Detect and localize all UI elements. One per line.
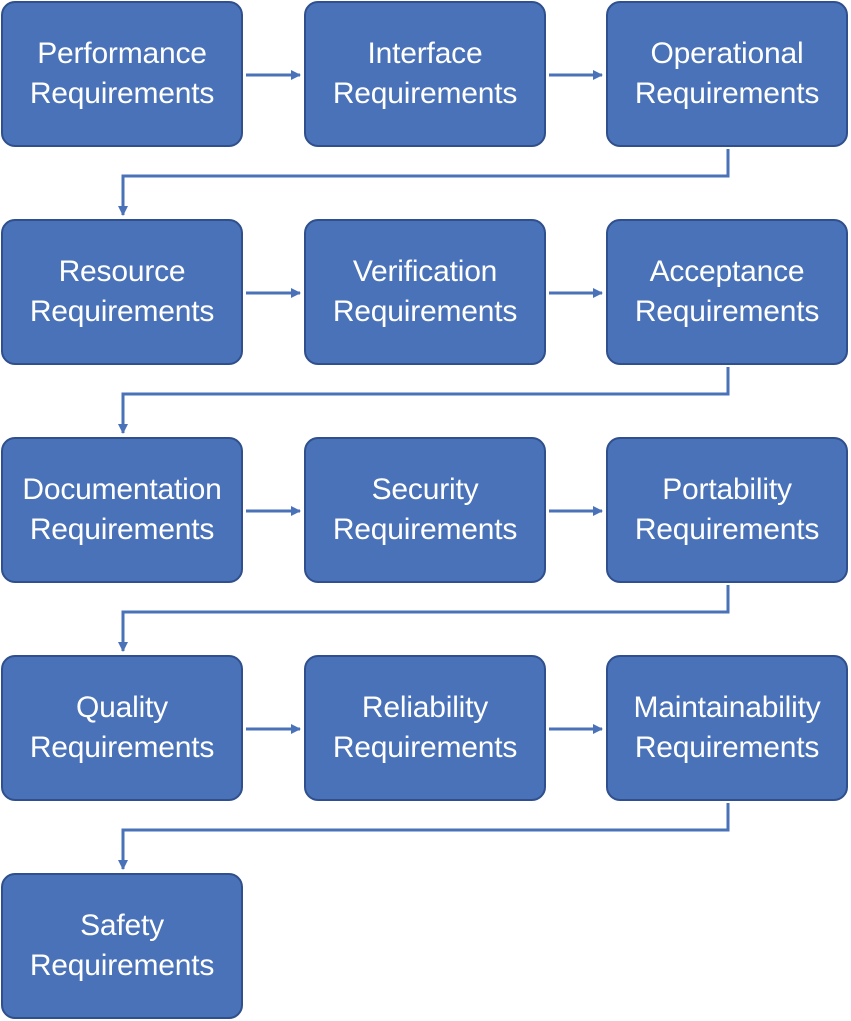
arrow-portability-to-quality: [118, 585, 730, 652]
node-label-line1: Resource: [58, 255, 186, 288]
node-label-line2: Requirements: [332, 513, 518, 546]
node-label-line1: Documentation: [22, 473, 222, 506]
node-label-line1: Quality: [76, 691, 168, 724]
node-label-line1: Reliability: [361, 691, 489, 724]
node-documentation-requirements: Documentation Requirements: [1, 437, 243, 583]
node-label-line1: Operational: [650, 37, 804, 70]
node-security-requirements: Security Requirements: [304, 437, 546, 583]
node-label-line1: Portability: [662, 473, 792, 506]
node-resource-requirements: Resource Requirements: [1, 219, 243, 365]
node-performance-requirements: Performance Requirements: [1, 1, 243, 147]
node-operational-requirements: Operational Requirements: [606, 1, 848, 147]
node-label-line1: Security: [371, 473, 479, 506]
node-label-line2: Requirements: [332, 295, 518, 328]
node-label-line2: Requirements: [634, 513, 820, 546]
node-label-line1: Acceptance: [649, 255, 805, 288]
arrow-operational-to-resource: [118, 149, 730, 216]
node-portability-requirements: Portability Requirements: [606, 437, 848, 583]
node-acceptance-requirements: Acceptance Requirements: [606, 219, 848, 365]
node-safety-requirements: Safety Requirements: [1, 873, 243, 1019]
node-label-line2: Requirements: [29, 77, 215, 110]
node-maintainability-requirements: Maintainability Requirements: [606, 655, 848, 801]
node-label-line1: Safety: [80, 909, 164, 942]
node-label-line2: Requirements: [634, 295, 820, 328]
node-label-line1: Performance: [37, 37, 207, 70]
node-interface-requirements: Interface Requirements: [304, 1, 546, 147]
arrow-acceptance-to-documentation: [118, 367, 730, 434]
arrow-maintainability-to-safety: [118, 803, 730, 870]
node-label-line2: Requirements: [29, 731, 215, 764]
node-reliability-requirements: Reliability Requirements: [304, 655, 546, 801]
node-label-line2: Requirements: [332, 731, 518, 764]
node-label-line2: Requirements: [29, 949, 215, 982]
node-label-line2: Requirements: [29, 513, 215, 546]
node-label-line2: Requirements: [332, 77, 518, 110]
node-label-line1: Interface: [367, 37, 483, 70]
node-label-line2: Requirements: [634, 731, 820, 764]
node-verification-requirements: Verification Requirements: [304, 219, 546, 365]
node-label-line2: Requirements: [29, 295, 215, 328]
node-label-line1: Maintainability: [633, 691, 821, 724]
node-quality-requirements: Quality Requirements: [1, 655, 243, 801]
node-label-line1: Verification: [352, 255, 498, 288]
node-label-line2: Requirements: [634, 77, 820, 110]
